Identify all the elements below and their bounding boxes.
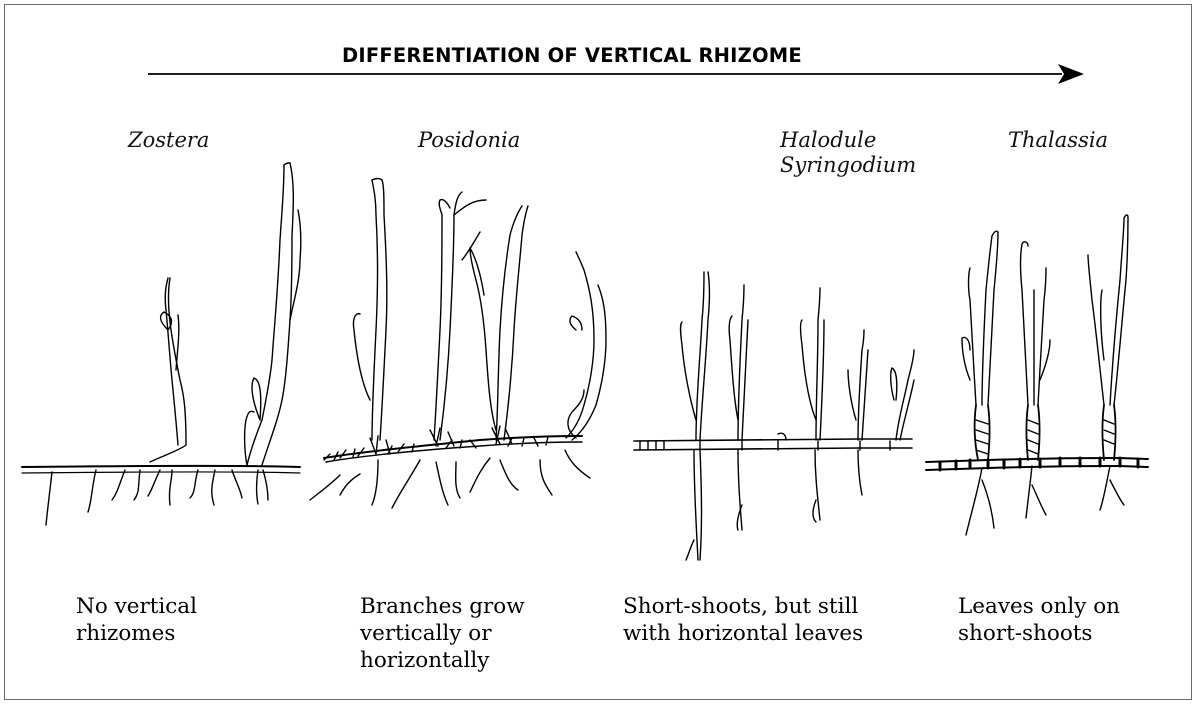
caption-zostera: No vertical rhizomes xyxy=(76,593,197,647)
halodule-syringodium-plant xyxy=(634,272,914,560)
posidonia-plant xyxy=(310,179,606,509)
caption-thalassia: Leaves only on short-shoots xyxy=(958,593,1120,647)
zostera-plant xyxy=(22,163,301,525)
thalassia-plant xyxy=(926,215,1148,535)
caption-halodule-syringodium: Short-shoots, but still with horizontal … xyxy=(623,593,863,647)
caption-posidonia: Branches grow vertically or horizontally xyxy=(360,593,525,674)
